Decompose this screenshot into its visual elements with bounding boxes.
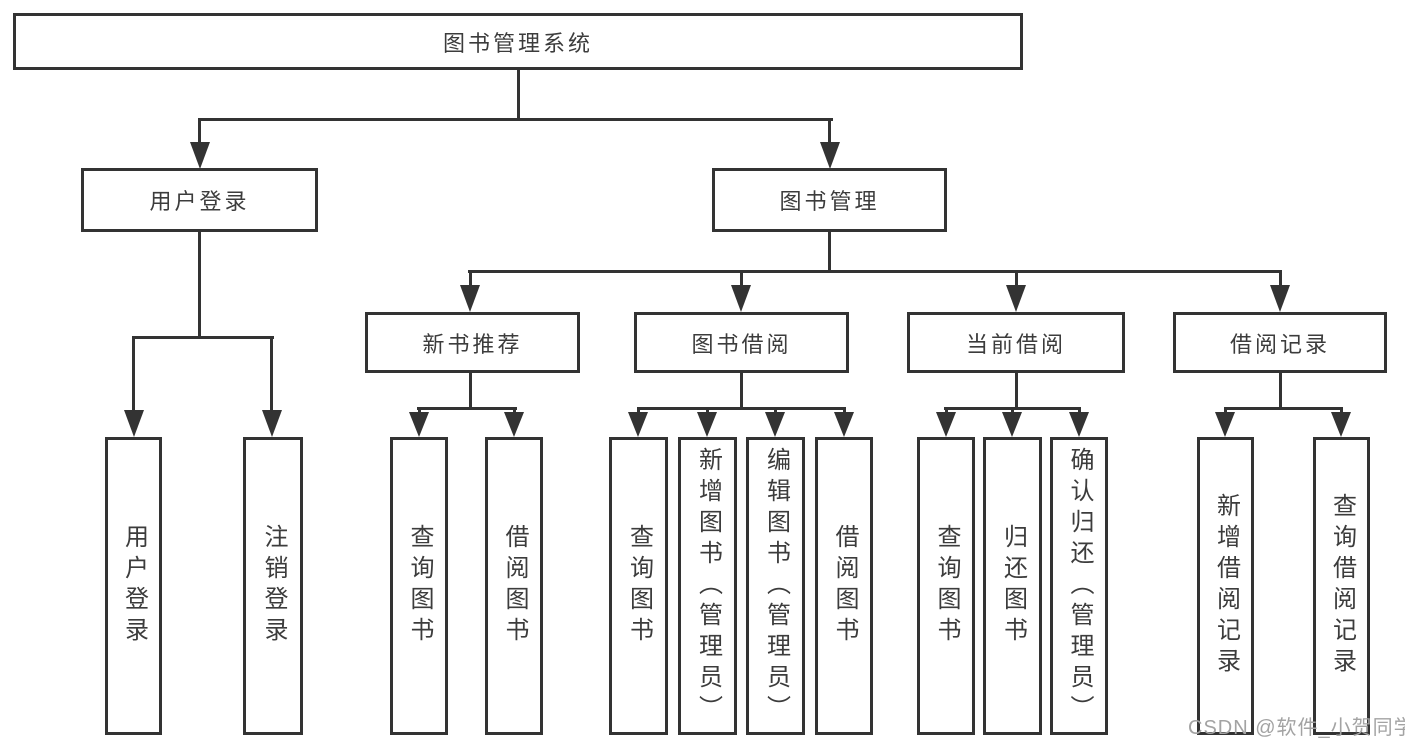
connector-root-stub [517, 68, 520, 120]
node-leaf-query-books-1: 查询图书 [390, 437, 448, 735]
node-leaf-query-books-3: 查询图书 [917, 437, 975, 735]
node-leaf-add-borrow-record: 新增借阅记录 [1197, 437, 1254, 735]
node-book-management: 图书管理 [712, 168, 947, 232]
connector-leaf-drop [513, 407, 516, 416]
connector-leaf-logout-drop [270, 336, 273, 412]
connector-leaf-drop [1340, 407, 1343, 416]
connector-userlogin-drop [198, 118, 201, 148]
connector-newbook-stub [469, 371, 472, 409]
arrowhead-borrowrecords [1270, 285, 1290, 312]
connector-currentborrow-drop [1015, 270, 1018, 288]
connector-leaf-drop [774, 407, 777, 416]
arrowhead-leaf [765, 412, 785, 437]
node-leaf-return-books: 归还图书 [983, 437, 1042, 735]
node-leaf-user-login: 用户登录 [105, 437, 162, 735]
node-leaf-query-borrow-record: 查询借阅记录 [1313, 437, 1370, 735]
connector-leaf-drop [637, 407, 640, 416]
node-leaf-edit-books-admin: 编辑图书（管理员） [746, 437, 805, 735]
arrowhead-leaf [834, 412, 854, 437]
arrowhead-leaf-login [124, 410, 144, 437]
connector-bookborrow-drop [740, 270, 743, 288]
csdn-watermark: CSDN @软件_小贺同学 [1188, 717, 1405, 739]
node-root: 图书管理系统 [13, 13, 1023, 70]
node-user-login: 用户登录 [81, 168, 318, 232]
arrowhead-userlogin [190, 142, 210, 169]
connector-userlogin-hline [132, 336, 274, 339]
connector-leaf-drop [843, 407, 846, 416]
connector-leaf-drop [1224, 407, 1227, 416]
connector-newbook-drop [469, 270, 472, 288]
node-leaf-borrow-books-2: 借阅图书 [815, 437, 873, 735]
arrowhead-leaf [409, 412, 429, 437]
connector-group-borrowrecords-hline [1224, 407, 1343, 410]
connector-leaf-drop [418, 407, 421, 416]
connector-leaf-login-drop [132, 336, 135, 412]
connector-borrowrecords-stub [1279, 371, 1282, 409]
node-leaf-add-books-admin: 新增图书（管理员） [678, 437, 737, 735]
connector-bookmgmt-stub [828, 230, 831, 272]
connector-level2-hline [468, 270, 1282, 273]
node-book-borrow: 图书借阅 [634, 312, 849, 373]
node-leaf-logout: 注销登录 [243, 437, 303, 735]
arrowhead-newbook [460, 285, 480, 312]
node-leaf-query-books-2: 查询图书 [609, 437, 668, 735]
connector-currentborrow-stub [1015, 371, 1018, 409]
node-new-book-recommend: 新书推荐 [365, 312, 580, 373]
arrowhead-currentborrow [1006, 285, 1026, 312]
arrowhead-bookborrow [731, 285, 751, 312]
arrowhead-leaf [1069, 412, 1089, 437]
arrowhead-leaf [1215, 412, 1235, 437]
connector-bookmgmt-drop [828, 118, 831, 148]
node-current-borrow: 当前借阅 [907, 312, 1125, 373]
arrowhead-bookmgmt [820, 142, 840, 169]
arrowhead-leaf [628, 412, 648, 437]
connector-leaf-drop [706, 407, 709, 416]
connector-group-bookborrow-hline [637, 407, 846, 410]
connector-leaf-drop [1078, 407, 1081, 416]
connector-leaf-drop [945, 407, 948, 416]
arrowhead-leaf [697, 412, 717, 437]
arrowhead-leaf [504, 412, 524, 437]
connector-leaf-drop [1011, 407, 1014, 416]
connector-borrowrecords-drop [1279, 270, 1282, 288]
connector-bookborrow-stub [740, 371, 743, 409]
node-leaf-borrow-books-1: 借阅图书 [485, 437, 543, 735]
arrowhead-leaf [936, 412, 956, 437]
connector-level1-hline [198, 118, 833, 121]
node-borrow-records: 借阅记录 [1173, 312, 1387, 373]
arrowhead-leaf [1331, 412, 1351, 437]
node-leaf-confirm-return-admin: 确认归还（管理员） [1050, 437, 1108, 735]
arrowhead-leaf [1002, 412, 1022, 437]
connector-group-newbook-hline [417, 407, 517, 410]
arrowhead-leaf-logout [262, 410, 282, 437]
connector-userlogin-stub [198, 230, 201, 336]
